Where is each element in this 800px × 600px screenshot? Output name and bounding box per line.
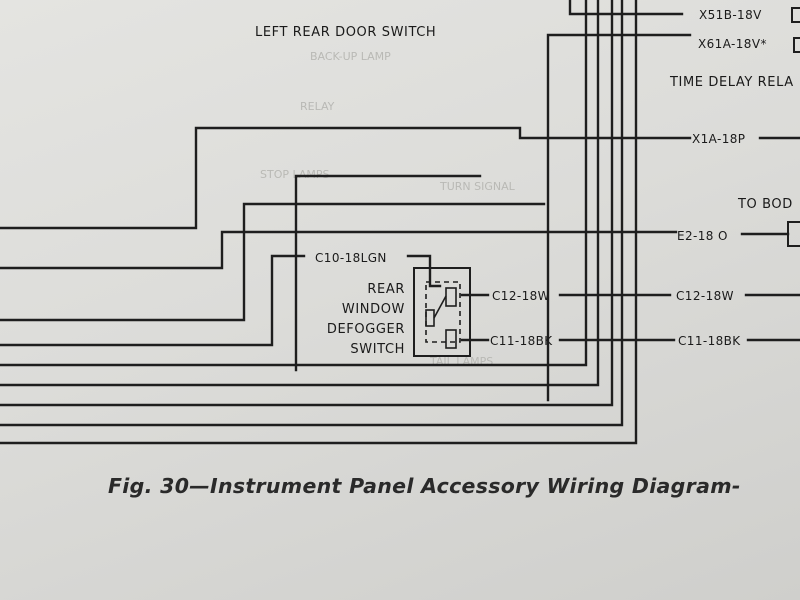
wire-c10-lead [406, 254, 442, 288]
label-switch-line-2: WINDOW [342, 302, 405, 317]
wire-e2 [0, 230, 678, 270]
connector-x61a [793, 37, 800, 53]
switch-body [413, 267, 471, 357]
svg-text:TURN SIGNAL: TURN SIGNAL [439, 180, 516, 193]
label-c11-outer: C11-18BK [678, 334, 741, 348]
switch-contact-common [425, 309, 435, 327]
wire-top-5 [0, 0, 638, 445]
wire-x51b [568, 0, 684, 16]
wire-c10-branch [294, 174, 482, 372]
connector-x51b [791, 7, 800, 23]
svg-text:RELAY: RELAY [300, 100, 335, 113]
label-switch-line-3: DEFOGGER [327, 322, 405, 337]
switch-dashed-frame [425, 281, 461, 343]
label-left-rear-door-switch: LEFT REAR DOOR SWITCH [255, 25, 436, 40]
label-x1a: X1A-18P [692, 132, 745, 146]
wire-c10 [0, 202, 546, 322]
label-c12-inner: C12-18W [492, 289, 550, 303]
label-switch-line-1: REAR [367, 282, 405, 297]
label-to-bod: TO BOD [737, 197, 793, 212]
bleed-through-text: BACK-UP LAMP RELAY STOP LAMPS TURN SIGNA… [260, 50, 516, 368]
label-e2: E2-18 O [677, 229, 728, 243]
wire-x61a [546, 33, 692, 402]
wire-x1a [0, 126, 692, 230]
switch-contact-lower [445, 329, 457, 349]
svg-text:STOP LAMPS: STOP LAMPS [260, 168, 330, 181]
wire-c10-switch [0, 254, 306, 347]
label-c11-inner: C11-18BK [490, 334, 553, 348]
label-c12-outer: C12-18W [676, 289, 734, 303]
wire-top-1 [0, 0, 588, 367]
wire-group [0, 0, 800, 445]
wire-top-3 [0, 0, 614, 407]
wire-top-2 [0, 0, 600, 387]
label-x61a: X61A-18V* [698, 37, 767, 51]
switch-contact-upper [445, 287, 457, 307]
svg-text:BACK-UP LAMP: BACK-UP LAMP [310, 50, 391, 63]
label-time-delay-relay: TIME DELAY RELA [669, 75, 794, 90]
switch-blade [433, 295, 447, 319]
label-c10: C10-18LGN [315, 251, 387, 265]
wire-top-4 [0, 0, 624, 427]
label-switch-line-4: SWITCH [350, 342, 405, 357]
figure-caption: Fig. 30—Instrument Panel Accessory Wirin… [108, 474, 741, 498]
defogger-switch-symbol [413, 267, 471, 357]
label-x51b: X51B-18V [699, 8, 762, 22]
connector-e2 [787, 221, 800, 247]
